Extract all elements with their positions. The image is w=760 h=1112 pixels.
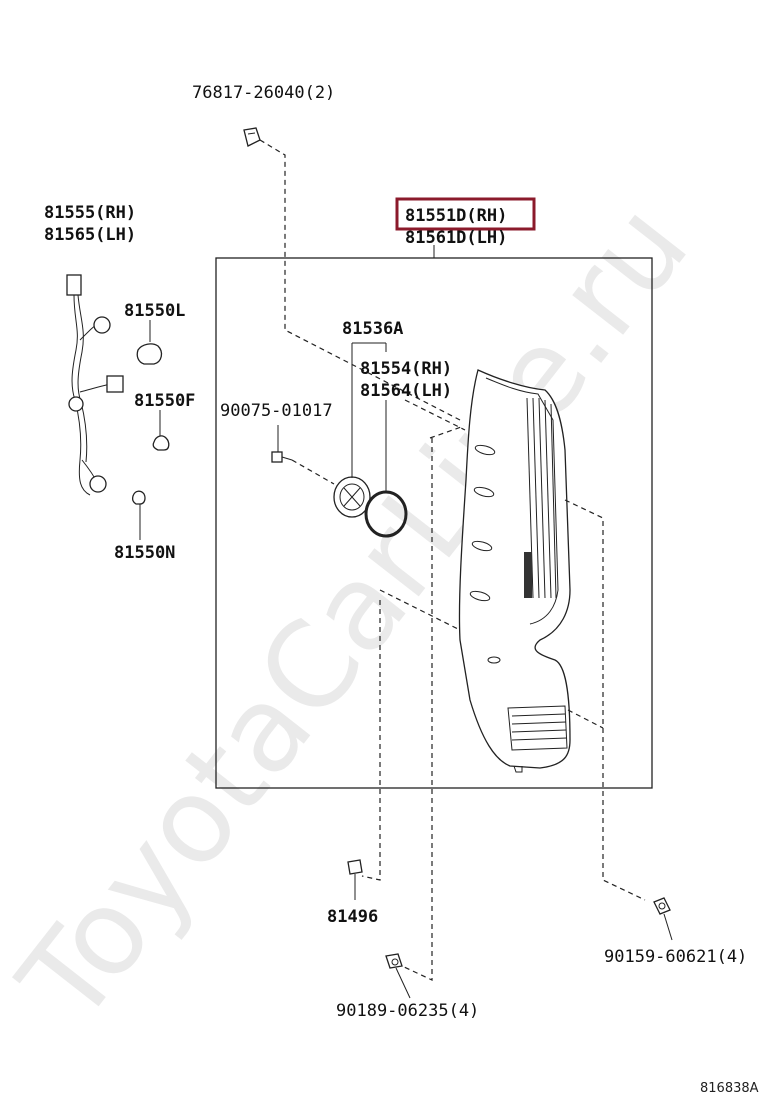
screw-90075	[271, 451, 293, 463]
wire-harness	[66, 274, 124, 496]
label-81496[interactable]: 81496	[327, 907, 378, 927]
clip-76817	[243, 127, 261, 147]
bulb-81550n	[131, 490, 146, 505]
label-81561d[interactable]: 81561D(LH)	[405, 228, 507, 248]
label-81550n[interactable]: 81550N	[114, 543, 175, 563]
label-81555[interactable]: 81555(RH)	[44, 203, 136, 223]
label-81554[interactable]: 81554(RH)	[360, 359, 452, 379]
clip-81496	[347, 859, 363, 900]
bulb-81550f	[152, 435, 170, 451]
screw-90159	[653, 897, 673, 941]
label-81550l[interactable]: 81550L	[124, 301, 185, 321]
label-81564[interactable]: 81564(LH)	[360, 381, 452, 401]
label-76817[interactable]: 76817-26040(2)	[192, 83, 335, 103]
label-81551d[interactable]: 81551D(RH)	[405, 206, 507, 226]
label-81550f[interactable]: 81550F	[134, 391, 195, 411]
diagram-code: 816838A	[700, 1081, 759, 1096]
screw-90189	[385, 953, 411, 999]
label-81565[interactable]: 81565(LH)	[44, 225, 136, 245]
label-90189[interactable]: 90189-06235(4)	[336, 1001, 479, 1021]
selected-part-highlight[interactable]	[395, 197, 536, 231]
bulb-81550l	[136, 343, 163, 365]
label-90075[interactable]: 90075-01017	[220, 401, 333, 421]
label-81536a[interactable]: 81536A	[342, 319, 403, 339]
tail-lamp-lens	[458, 369, 571, 773]
socket-81536a	[333, 476, 371, 518]
label-90159[interactable]: 90159-60621(4)	[604, 947, 747, 967]
